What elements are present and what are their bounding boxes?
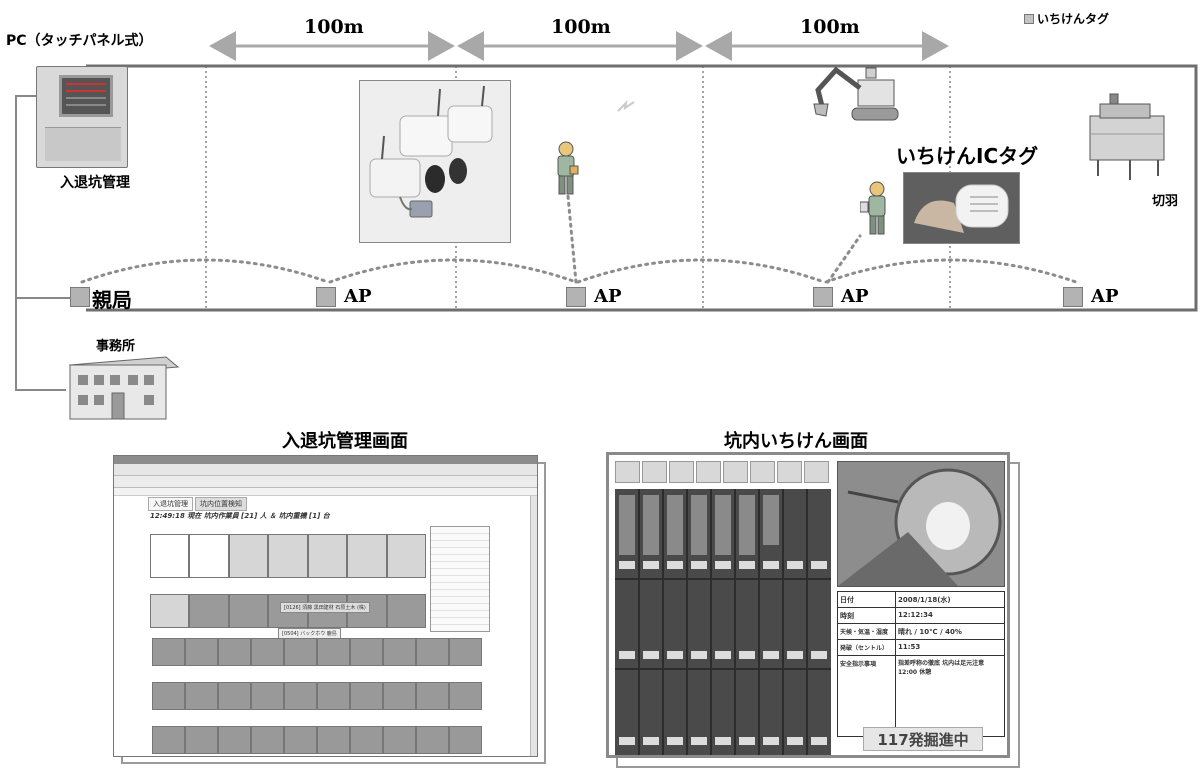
left-heading: 12:49:18 現在 坑内作業員 [21] 人 ＆ 坑内重機 [1] 台 — [150, 511, 330, 521]
right-status-badge: 117発掘進中 — [863, 727, 983, 751]
right-info-table: 日付 2008/1/18(水) 時刻 12:12:34 天候・気温・湿度 晴れ … — [837, 591, 1005, 737]
tunnel-diagram — [0, 0, 1200, 420]
left-tab-1[interactable]: 入退坑管理 — [148, 497, 193, 511]
base-station-label: 親局 — [92, 284, 132, 313]
right-screen-title: 坑内いちけん画面 — [724, 427, 868, 453]
ap-device-photo — [359, 80, 511, 243]
left-lower-rows — [152, 638, 482, 754]
ap-label-4: AP — [1091, 286, 1119, 307]
boring-machine-figure — [1080, 90, 1174, 186]
face-label: 切羽 — [1152, 190, 1178, 209]
right-tunnel-grid — [615, 489, 831, 755]
entry-exit-label: 入退坑管理 — [60, 172, 130, 192]
tunnel-outline — [86, 66, 1196, 310]
ic-tag-photo — [903, 172, 1020, 244]
ap-label-1: AP — [344, 286, 372, 307]
info-row-weather: 天候・気温・湿度 晴れ / 10℃ / 40% — [838, 624, 1004, 640]
left-grid-row-1 — [150, 534, 426, 578]
office-label: 事務所 — [96, 335, 135, 354]
excavator-figure — [808, 60, 900, 130]
left-popup-1: [0126] 須藤 黒田建材 石原土木 (株) — [280, 602, 370, 613]
info-row-time: 時刻 12:12:34 — [838, 608, 1004, 624]
ap-label-2: AP — [594, 286, 622, 307]
left-tab-2[interactable]: 坑内位置検知 — [195, 497, 247, 511]
ap-box-1 — [316, 287, 336, 307]
ap-label-3: AP — [841, 286, 869, 307]
info-row-safety: 安全指示事項 指差呼称の徹底 坑内は足元注意 12:00 休憩 — [838, 656, 1004, 736]
ap-box-3 — [813, 287, 833, 307]
ap-box-4 — [1063, 287, 1083, 307]
left-side-list — [430, 526, 490, 632]
worker-figure-1 — [548, 140, 584, 198]
left-screen-title: 入退坑管理画面 — [282, 427, 408, 453]
right-camera-image — [837, 461, 1005, 587]
right-top-buttons — [615, 461, 829, 483]
left-screen: 入退坑管理 坑内位置検知 12:49:18 現在 坑内作業員 [21] 人 ＆ … — [113, 455, 538, 757]
ap-box-2 — [566, 287, 586, 307]
office-building — [66, 353, 180, 421]
pc-touch-panel — [36, 66, 128, 168]
worker-figure-2 — [860, 180, 894, 238]
pc-screen — [59, 75, 113, 117]
signal-spark-icon — [616, 99, 638, 115]
right-screen: 日付 2008/1/18(水) 時刻 12:12:34 天候・気温・湿度 晴れ … — [606, 452, 1010, 758]
base-station-box — [70, 287, 90, 307]
info-row-blast: 発破（セントル） 11:53 — [838, 640, 1004, 656]
info-row-date: 日付 2008/1/18(水) — [838, 592, 1004, 608]
left-scrollbar[interactable] — [530, 496, 537, 757]
ic-tag-title: いちけんICタグ — [896, 140, 1038, 169]
